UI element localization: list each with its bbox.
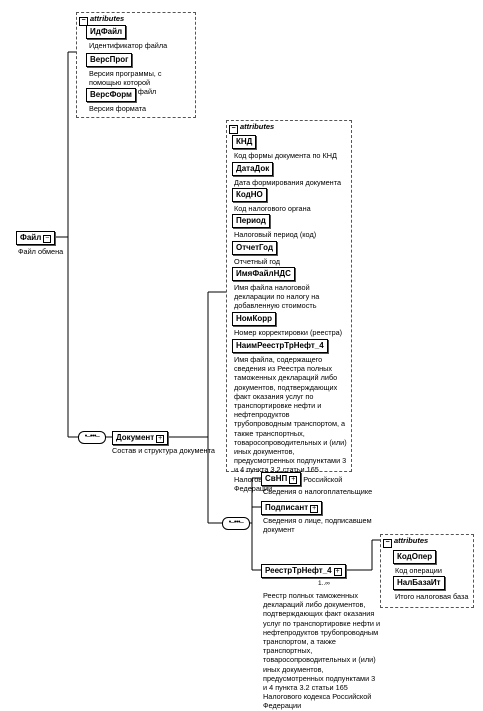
attr-period-desc: Налоговый период (код) [234,230,317,239]
expand-icon[interactable]: + [333,568,342,576]
sequence-compositor-icon[interactable]: •–•••– [78,431,106,444]
expand-icon[interactable]: + [289,476,298,484]
attr-nomkorr-desc: Номер корректировки (реестра) [234,328,343,337]
attr-idfile[interactable]: ИдФайл [86,25,127,39]
attr-kodno[interactable]: КодНО [232,188,267,202]
collapse-icon[interactable]: − [79,17,88,26]
document-element[interactable]: Документ+ [112,431,169,445]
expand-icon[interactable]: + [310,505,319,513]
child-podpisant-desc: Сведения о лице, подписавшем документ [263,516,372,535]
registry-attributes-group: −attributes [380,534,474,608]
registry-multiplicity: 1..∞ [318,580,330,587]
registry-element[interactable]: РеестрТрНефт_4+ [261,564,346,578]
sequence-compositor-icon[interactable]: •–•••– [222,517,250,530]
attr-datadok-desc: Дата формирования документа [234,178,342,187]
attr-otchetgod[interactable]: ОтчетГод [232,241,278,255]
attr-naimreestr[interactable]: НаимРеестрТрНефт_4 [232,339,328,353]
attr-nomkorr[interactable]: НомКорр [232,312,277,326]
attributes-header: −attributes [79,14,124,26]
attributes-header: −attributes [383,536,428,548]
attr-kodoper[interactable]: КодОпер [393,550,437,564]
attributes-header: −attributes [229,122,274,134]
attr-versprog[interactable]: ВерсПрог [86,53,133,67]
attr-kodoper-desc: Код операции [395,566,442,575]
attr-period[interactable]: Период [232,214,270,228]
root-element-desc: Файл обмена [18,247,64,256]
attr-nalbazait[interactable]: НалБазаИт [393,576,445,590]
document-attributes-group: −attributes [226,120,352,472]
attr-naimreestr-desc: Имя файла, содержащего сведения из Реест… [234,355,347,493]
attr-datadok[interactable]: ДатаДок [232,162,274,176]
child-svnp-desc: Сведения о налогоплательщике [263,487,373,496]
expand-icon[interactable]: − [43,235,52,243]
root-element[interactable]: Файл− [16,231,56,245]
attr-nalbazait-desc: Итого налоговая база [395,592,469,601]
expand-icon[interactable]: + [156,435,165,443]
collapse-icon[interactable]: − [229,125,238,134]
attr-knd-desc: Код формы документа по КНД [234,151,337,160]
attr-imyafailnds[interactable]: ИмяФайлНДС [232,267,295,281]
attr-otchetgod-desc: Отчетный год [234,257,281,266]
child-podpisant[interactable]: Подписант+ [261,501,323,515]
child-svnp[interactable]: СвНП+ [261,472,302,486]
registry-element-desc: Реестр полных таможенных деклараций либо… [263,591,381,711]
collapse-icon[interactable]: − [383,539,392,548]
document-element-desc: Состав и структура документа [112,446,215,455]
attr-kodno-desc: Код налогового органа [234,204,311,213]
attr-idfile-desc: Идентификатор файла [89,41,168,50]
attr-imyafailnds-desc: Имя файла налоговой декларации по налогу… [234,283,320,311]
attr-versform[interactable]: ВерсФорм [86,88,136,102]
attr-versform-desc: Версия формата [89,104,147,113]
attr-knd[interactable]: КНД [232,135,257,149]
